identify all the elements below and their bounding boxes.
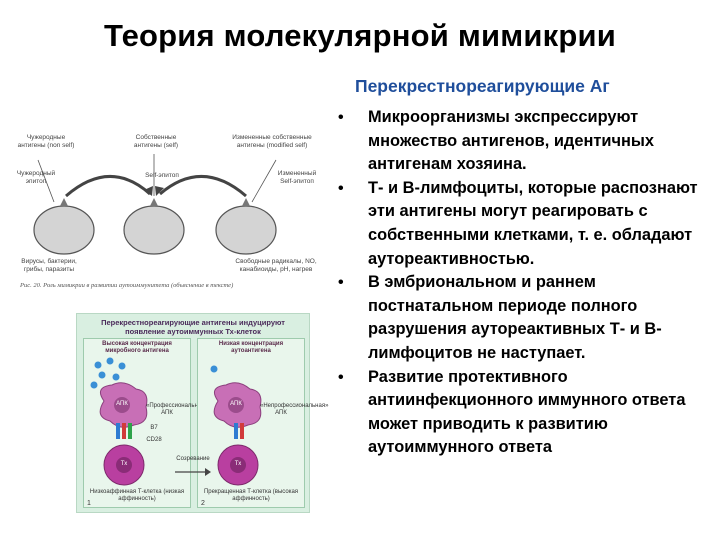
subtitle: Перекрестнореагирующие Аг <box>355 76 610 96</box>
altered-self-antigens-label: Измененные собственные антигены (modifie… <box>232 134 312 149</box>
bullet-list: Микроорганизмы экспрессируют множество а… <box>336 106 708 460</box>
cd28-label: CD28 <box>146 437 162 443</box>
right-panel-drawing <box>210 365 262 486</box>
t-cell-label-right: Тх <box>234 461 242 467</box>
self-antigens-label: Собственные антигены (self) <box>133 134 179 149</box>
panel-number-2: 2 <box>201 500 205 507</box>
bullet-item: В эмбриональном и раннем постнатальном п… <box>336 271 708 365</box>
page-title: Теория молекулярной мимикрии <box>103 18 616 53</box>
altered-epitope-label: Измененный Self-эпитоп <box>277 170 317 185</box>
bullet-item: Развитие протективного антиинфекционного… <box>336 366 708 460</box>
foreign-epitope-label: Чужеродный эпитоп <box>16 170 56 185</box>
high-affinity-label: Прекращенная Т-клетка (высокая аффинност… <box>203 489 299 502</box>
self-epitope-label: Self-эпитоп <box>145 172 179 179</box>
panel-number-1: 1 <box>87 500 91 507</box>
right-panel-title: Низкая концентрация аутоантигена <box>218 341 284 354</box>
foreign-antigens-label: Чужеродные антигены (non self) <box>17 134 75 149</box>
mimicry-diagram-drawing <box>33 154 277 255</box>
low-affinity-label: Низкоаффинная Т-клетка (низкая аффинност… <box>89 489 185 502</box>
pathogens-label: Вирусы, бактерии, грибы, паразиты <box>21 258 77 273</box>
nonprofessional-apc-label: «Непрофессиональная» АПК <box>260 403 329 416</box>
left-panel: Высокая концентрация микробного антигена… <box>83 338 208 508</box>
bullet-item: Т- и В-лимфоциты, которые распознают эти… <box>336 177 708 271</box>
apc-label-left: АПК <box>116 401 128 407</box>
left-panel-drawing <box>90 357 148 486</box>
mimicry-diagram: Чужеродные антигены (non self) Чужеродны… <box>14 132 332 302</box>
left-panel-title: Высокая концентрация микробного антигена <box>102 341 172 354</box>
free-radicals-label: Свободные радикалы, NO, канабиоиды, pH, … <box>235 258 317 273</box>
apc-label-right: АПК <box>230 401 242 407</box>
maturation-label: Созревание <box>176 456 210 462</box>
figure-header: Перекрестнореагирующие антигены индуциру… <box>101 318 285 336</box>
bullet-item: Микроорганизмы экспрессируют множество а… <box>336 106 708 177</box>
t-cell-label-left: Тх <box>120 461 128 467</box>
cross-reactive-figure: Перекрестнореагирующие антигены индуциру… <box>76 313 329 513</box>
right-panel: Низкая концентрация аутоантигена АПК «Не… <box>197 338 329 508</box>
arrow-icon <box>175 468 211 476</box>
figure-caption: Рис. 20. Роль мимикрии в развитии аутоим… <box>20 282 234 289</box>
b7-label: В7 <box>150 425 158 431</box>
professional-apc-label: «Профессиональная» АПК <box>146 403 208 416</box>
